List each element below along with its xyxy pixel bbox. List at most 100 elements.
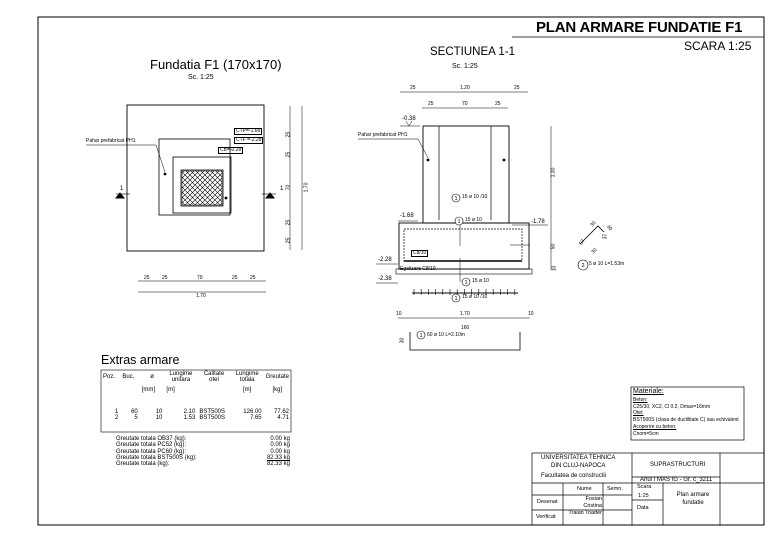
scale-value: 1:25 xyxy=(638,493,649,499)
section-dim-height: 1.30 xyxy=(550,167,557,178)
sheet-scale: SCARA 1:25 xyxy=(684,39,752,53)
section-dim: 25 xyxy=(495,101,501,107)
mark-2-label: 5 ø 10 L=1.53m xyxy=(589,261,625,267)
marker-dot xyxy=(426,158,430,162)
pos-circle xyxy=(461,277,471,287)
section-dim: 70 xyxy=(462,101,468,107)
title-block-frame xyxy=(531,452,765,526)
extras-header-row: Poz. Buc. ø Lungime unitara Calitate ote… xyxy=(101,371,291,383)
unit-cell xyxy=(120,383,139,397)
pos-number: 1 xyxy=(457,219,460,225)
cell: 60 xyxy=(131,409,138,415)
cell: BST500S xyxy=(199,415,226,421)
total-row: Greutate totala (kg):82.33 kg xyxy=(116,461,290,468)
section-arrow xyxy=(264,192,276,199)
cell: 5 xyxy=(134,415,138,421)
section-dim-10: 10 xyxy=(551,265,558,272)
faculty-name: Facultatea de constructii xyxy=(541,473,607,479)
plan-dim: 25 xyxy=(162,275,168,281)
col-header: ø xyxy=(150,374,154,380)
section-mark-left: 1 xyxy=(120,186,124,192)
marker-dot xyxy=(224,196,228,200)
pos-number: 2 xyxy=(581,263,584,269)
extras-table: Poz. Buc. ø Lungime unitara Calitate ote… xyxy=(101,371,291,421)
col-sign-label: Semn. xyxy=(607,486,623,492)
cell: 10 xyxy=(155,409,163,415)
col-header: Lungime unitara xyxy=(169,371,193,383)
materials-line: C25/30, XC2, Cl 0.2, Dmax=16mm xyxy=(633,403,711,410)
plan-dim-right: 25 xyxy=(285,151,292,158)
pahar-leader xyxy=(417,138,429,159)
beton-label: C8/10 xyxy=(411,250,429,257)
extras-frame xyxy=(100,369,292,433)
cell: 1.53 xyxy=(183,415,196,421)
materials-line: BST500S (clasa de ductilitate C) sau ech… xyxy=(633,417,739,424)
total-row: Greutate totala PC60 (kg):0.00 kg xyxy=(116,448,290,455)
pos-circle xyxy=(451,293,461,303)
materials-line: Otel: xyxy=(633,410,644,417)
pos-number: 1 xyxy=(419,333,422,339)
sheet-border xyxy=(37,16,765,526)
mark-bottom-2: 15 ø 10 /10 xyxy=(462,294,488,300)
plan-cota-b: CB=-0.28 xyxy=(218,147,244,154)
table-row: 2 5 10 1.53 BST500S 7.65 4.71 xyxy=(101,415,291,421)
unit-cell xyxy=(101,383,120,397)
cell: 4.71 xyxy=(277,415,289,421)
plan-dim: 25 xyxy=(250,275,256,281)
cell: BST500S xyxy=(199,409,226,415)
unit-cell: [m] xyxy=(242,387,252,393)
mark-1b-label: 15 ø 10 xyxy=(465,217,482,223)
total-row: Greutate totala BST500S (kg):82.33 kg xyxy=(116,454,290,461)
scale-label: Scara xyxy=(637,484,652,490)
pos-circle xyxy=(416,330,426,340)
section-dim: 1.20 xyxy=(460,85,470,91)
plan-dim-right: 70 xyxy=(285,184,292,191)
materials-line: Acoperire cu beton: xyxy=(633,423,677,430)
checked-label: Verificat xyxy=(536,514,556,520)
level-top: -0.38 xyxy=(402,116,416,122)
materials-title: Materiale: xyxy=(633,388,664,395)
pedestal-section xyxy=(422,125,510,224)
plan-dim: 25 xyxy=(144,275,150,281)
section-scale: Sc. 1:25 xyxy=(452,63,478,70)
cell: 126.00 xyxy=(243,409,262,415)
plan-dim-total: 1.70 xyxy=(196,293,206,299)
foundation-outline xyxy=(126,104,265,252)
col-header: Calitate otel xyxy=(203,371,225,383)
col-header: Greutate xyxy=(265,374,289,380)
col-header: Lungime totala xyxy=(235,371,259,383)
pahar-outline xyxy=(172,156,232,214)
pos-circle xyxy=(451,193,461,203)
checked-by: Traian Toader xyxy=(568,510,602,516)
pos-number: 1 xyxy=(454,296,457,302)
level-bottom: -2.28 xyxy=(378,257,392,263)
col-header: Poz. xyxy=(103,374,116,380)
plan-cota-f: CTF =-2.28 xyxy=(234,137,264,144)
plan-pahar-label: Pahar prefabricat PH1 xyxy=(86,138,136,144)
section-mark-right: 1 xyxy=(280,186,284,192)
university-name: UNIVERSITATEA TEHNICA xyxy=(541,455,616,461)
unit-cell: [kg] xyxy=(272,387,283,393)
bar-dim: 10 xyxy=(396,311,402,317)
plan-dim-right-total: 1.70 xyxy=(303,182,310,193)
section-title: SECTIUNEA 1-1 xyxy=(430,46,515,58)
plan-dim: 70 xyxy=(197,275,203,281)
materials-line: Cnom=5cm xyxy=(633,430,659,437)
materials-frame xyxy=(630,386,745,441)
pos-number: 1 xyxy=(464,280,467,286)
pahar-leader xyxy=(155,144,166,173)
bar-height: 30 xyxy=(399,337,406,344)
plan-cota-top: CTP=-1.68 xyxy=(234,128,263,135)
cell: 2.10 xyxy=(183,409,196,415)
section-dim: 25 xyxy=(428,101,434,107)
bar-shape-1 xyxy=(409,332,521,351)
plan-dim-right: 25 xyxy=(285,131,292,138)
cell: 77.62 xyxy=(273,409,289,415)
section-arrow xyxy=(114,192,126,199)
section-dim: 25 xyxy=(410,85,416,91)
bar-length: 160 xyxy=(461,325,470,331)
pos-number: 1 xyxy=(454,196,457,202)
table-row: 1 60 10 2.10 BST500S 126.00 77.62 xyxy=(101,409,291,415)
extras-title: Extras armare xyxy=(101,353,180,367)
